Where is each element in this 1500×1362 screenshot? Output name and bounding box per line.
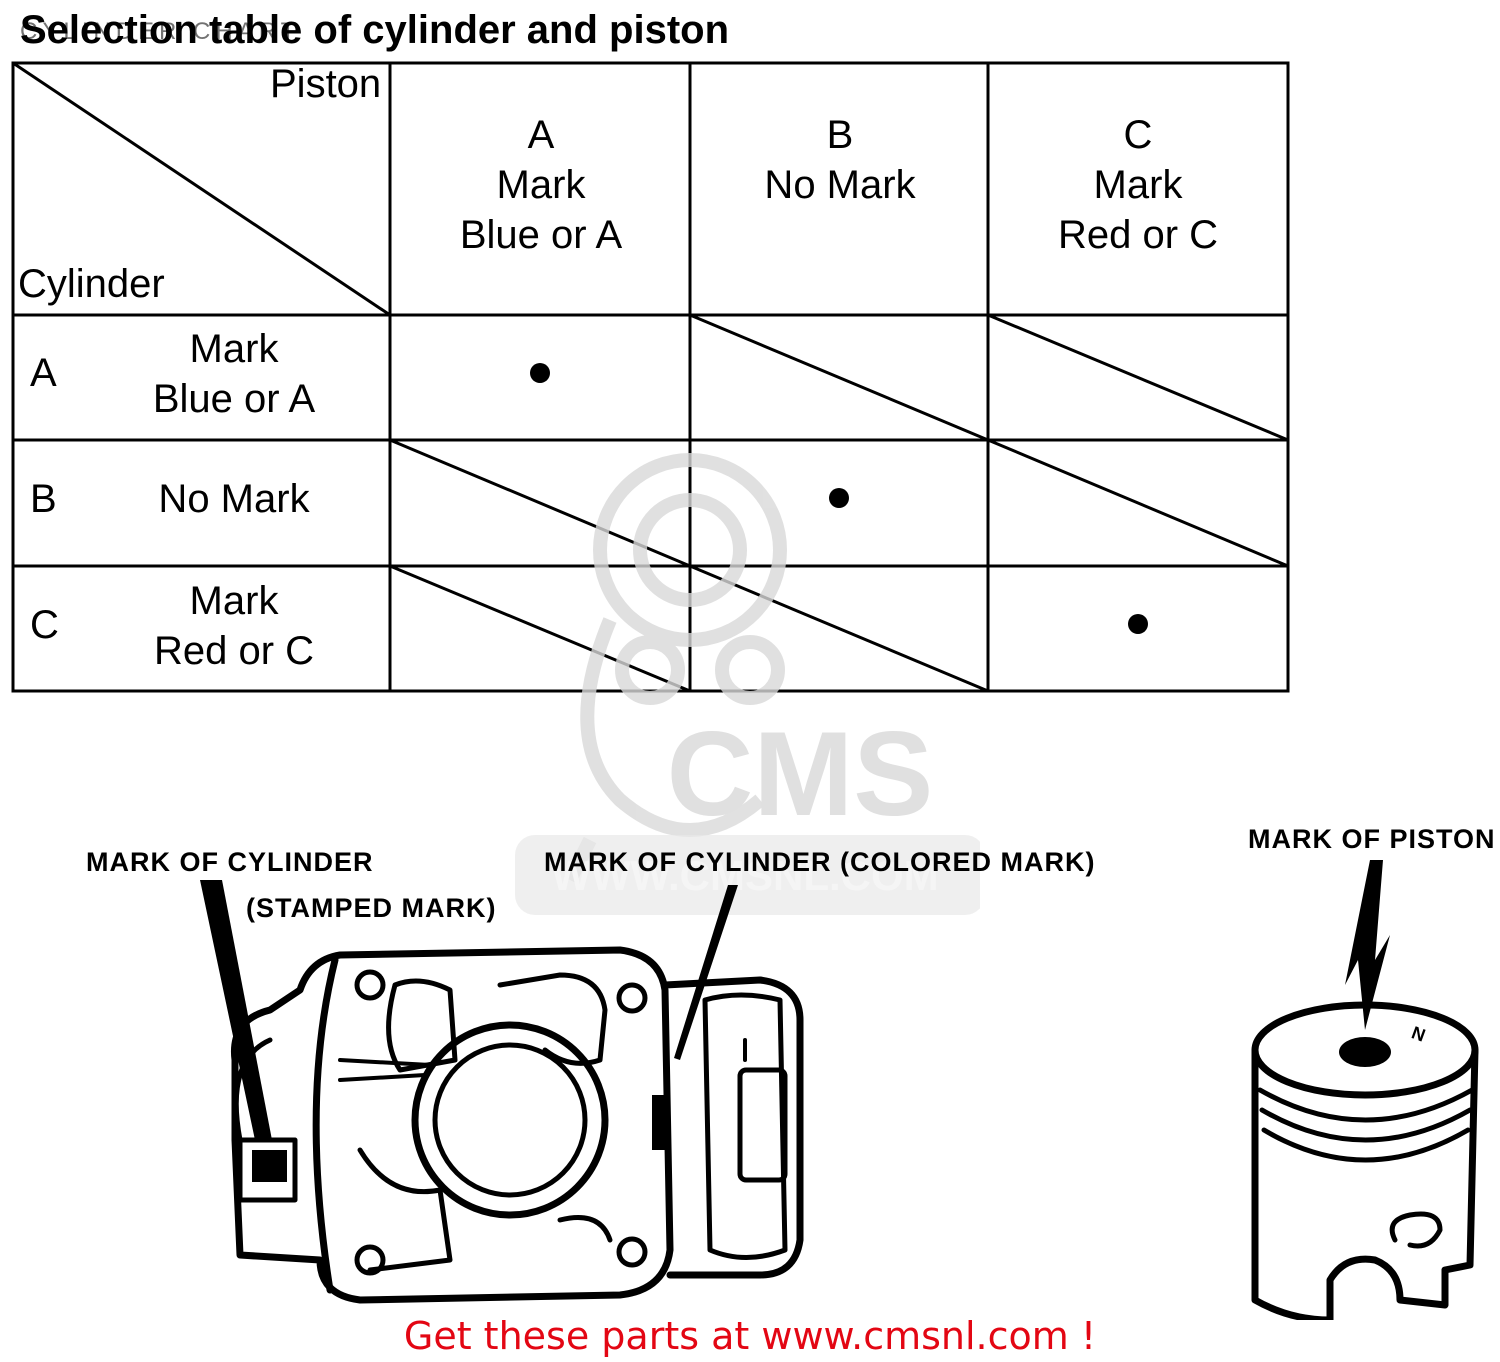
no-match-diagonal-cyl-c-piston-b: [689, 564, 989, 693]
svg-text:N: N: [1409, 1022, 1428, 1045]
cylinder-row-a-letter: A: [30, 351, 57, 395]
cylinder-row-c-mark: Mark: [189, 579, 279, 623]
piston-mark-leader: [1345, 860, 1390, 1030]
piston-mark: [1339, 1037, 1391, 1067]
cylinder-row-b-letter: B: [30, 477, 57, 521]
page-title: Selection table of cylinder and piston C…: [20, 6, 729, 54]
piston-mark-label: MARK OF PISTON: [1248, 824, 1496, 854]
corner-cylinder-label: Cylinder: [18, 262, 165, 306]
cylinder-row-c-color: Red or C: [153, 629, 315, 673]
stamped-mark: [252, 1150, 287, 1182]
no-match-diagonal-cyl-a-piston-b: [689, 313, 989, 442]
cylinder-row-c-letter: C: [30, 603, 59, 647]
piston-col-c-mark: Mark: [1093, 163, 1183, 207]
piston-col-b-mark: No Mark: [764, 163, 916, 207]
piston-col-a-mark: Mark: [496, 163, 586, 207]
cms-watermark: CMS WWW.CMSNL.COM: [515, 453, 980, 915]
no-match-diagonal-cyl-c-piston-a: [389, 564, 691, 693]
title-overprint: CYLINDER CHART: [20, 18, 301, 45]
corner-piston-label: Piston: [270, 62, 382, 106]
cylinder-row-a-color: Blue or A: [152, 377, 316, 421]
colored-mark-leader: [674, 885, 738, 1060]
cylinder-colored-mark-label: MARK OF CYLINDER (COLORED MARK): [544, 847, 1096, 877]
cylinder-stamped-mark-label: MARK OF CYLINDER: [86, 847, 374, 877]
colored-mark: [652, 1095, 667, 1150]
match-dot-cyl-b-piston-b: [829, 488, 849, 508]
corner-diagonal: [12, 61, 391, 317]
title-text: Selection table of cylinder and piston: [20, 8, 730, 52]
piston-col-a-letter: A: [527, 113, 555, 157]
selection-table: [11, 61, 1290, 693]
cylinder-piston-illustration: N: [200, 860, 1479, 1320]
watermark-url-text: WWW.CMSNL.COM: [551, 852, 938, 899]
no-match-diagonals: [389, 313, 1289, 693]
stamped-mark-leader: [200, 880, 272, 1140]
piston-col-a-color: Blue or A: [459, 213, 623, 257]
footer-link[interactable]: Get these parts at www.cmsnl.com !: [403, 1314, 1097, 1358]
cylinder-row-a-mark: Mark: [189, 327, 279, 371]
cylinder-stamped-mark-sublabel: (STAMPED MARK): [246, 893, 497, 923]
piston-drawing: [1251, 1001, 1479, 1320]
match-dot-cyl-c-piston-c: [1128, 613, 1148, 634]
cylinder-drawing: [230, 946, 804, 1304]
piston-col-b-letter: B: [826, 113, 854, 157]
piston-col-c-color: Red or C: [1057, 213, 1219, 257]
watermark-logo-text: CMS: [667, 707, 934, 841]
table-grid: [11, 61, 1290, 693]
no-match-diagonal-cyl-a-piston-c: [987, 313, 1289, 442]
match-dot-cyl-a-piston-a: [530, 362, 550, 383]
piston-col-c-letter: C: [1123, 113, 1153, 157]
cylinder-row-b-mark: No Mark: [158, 477, 310, 521]
no-match-diagonal-cyl-b-piston-c: [987, 438, 1289, 568]
